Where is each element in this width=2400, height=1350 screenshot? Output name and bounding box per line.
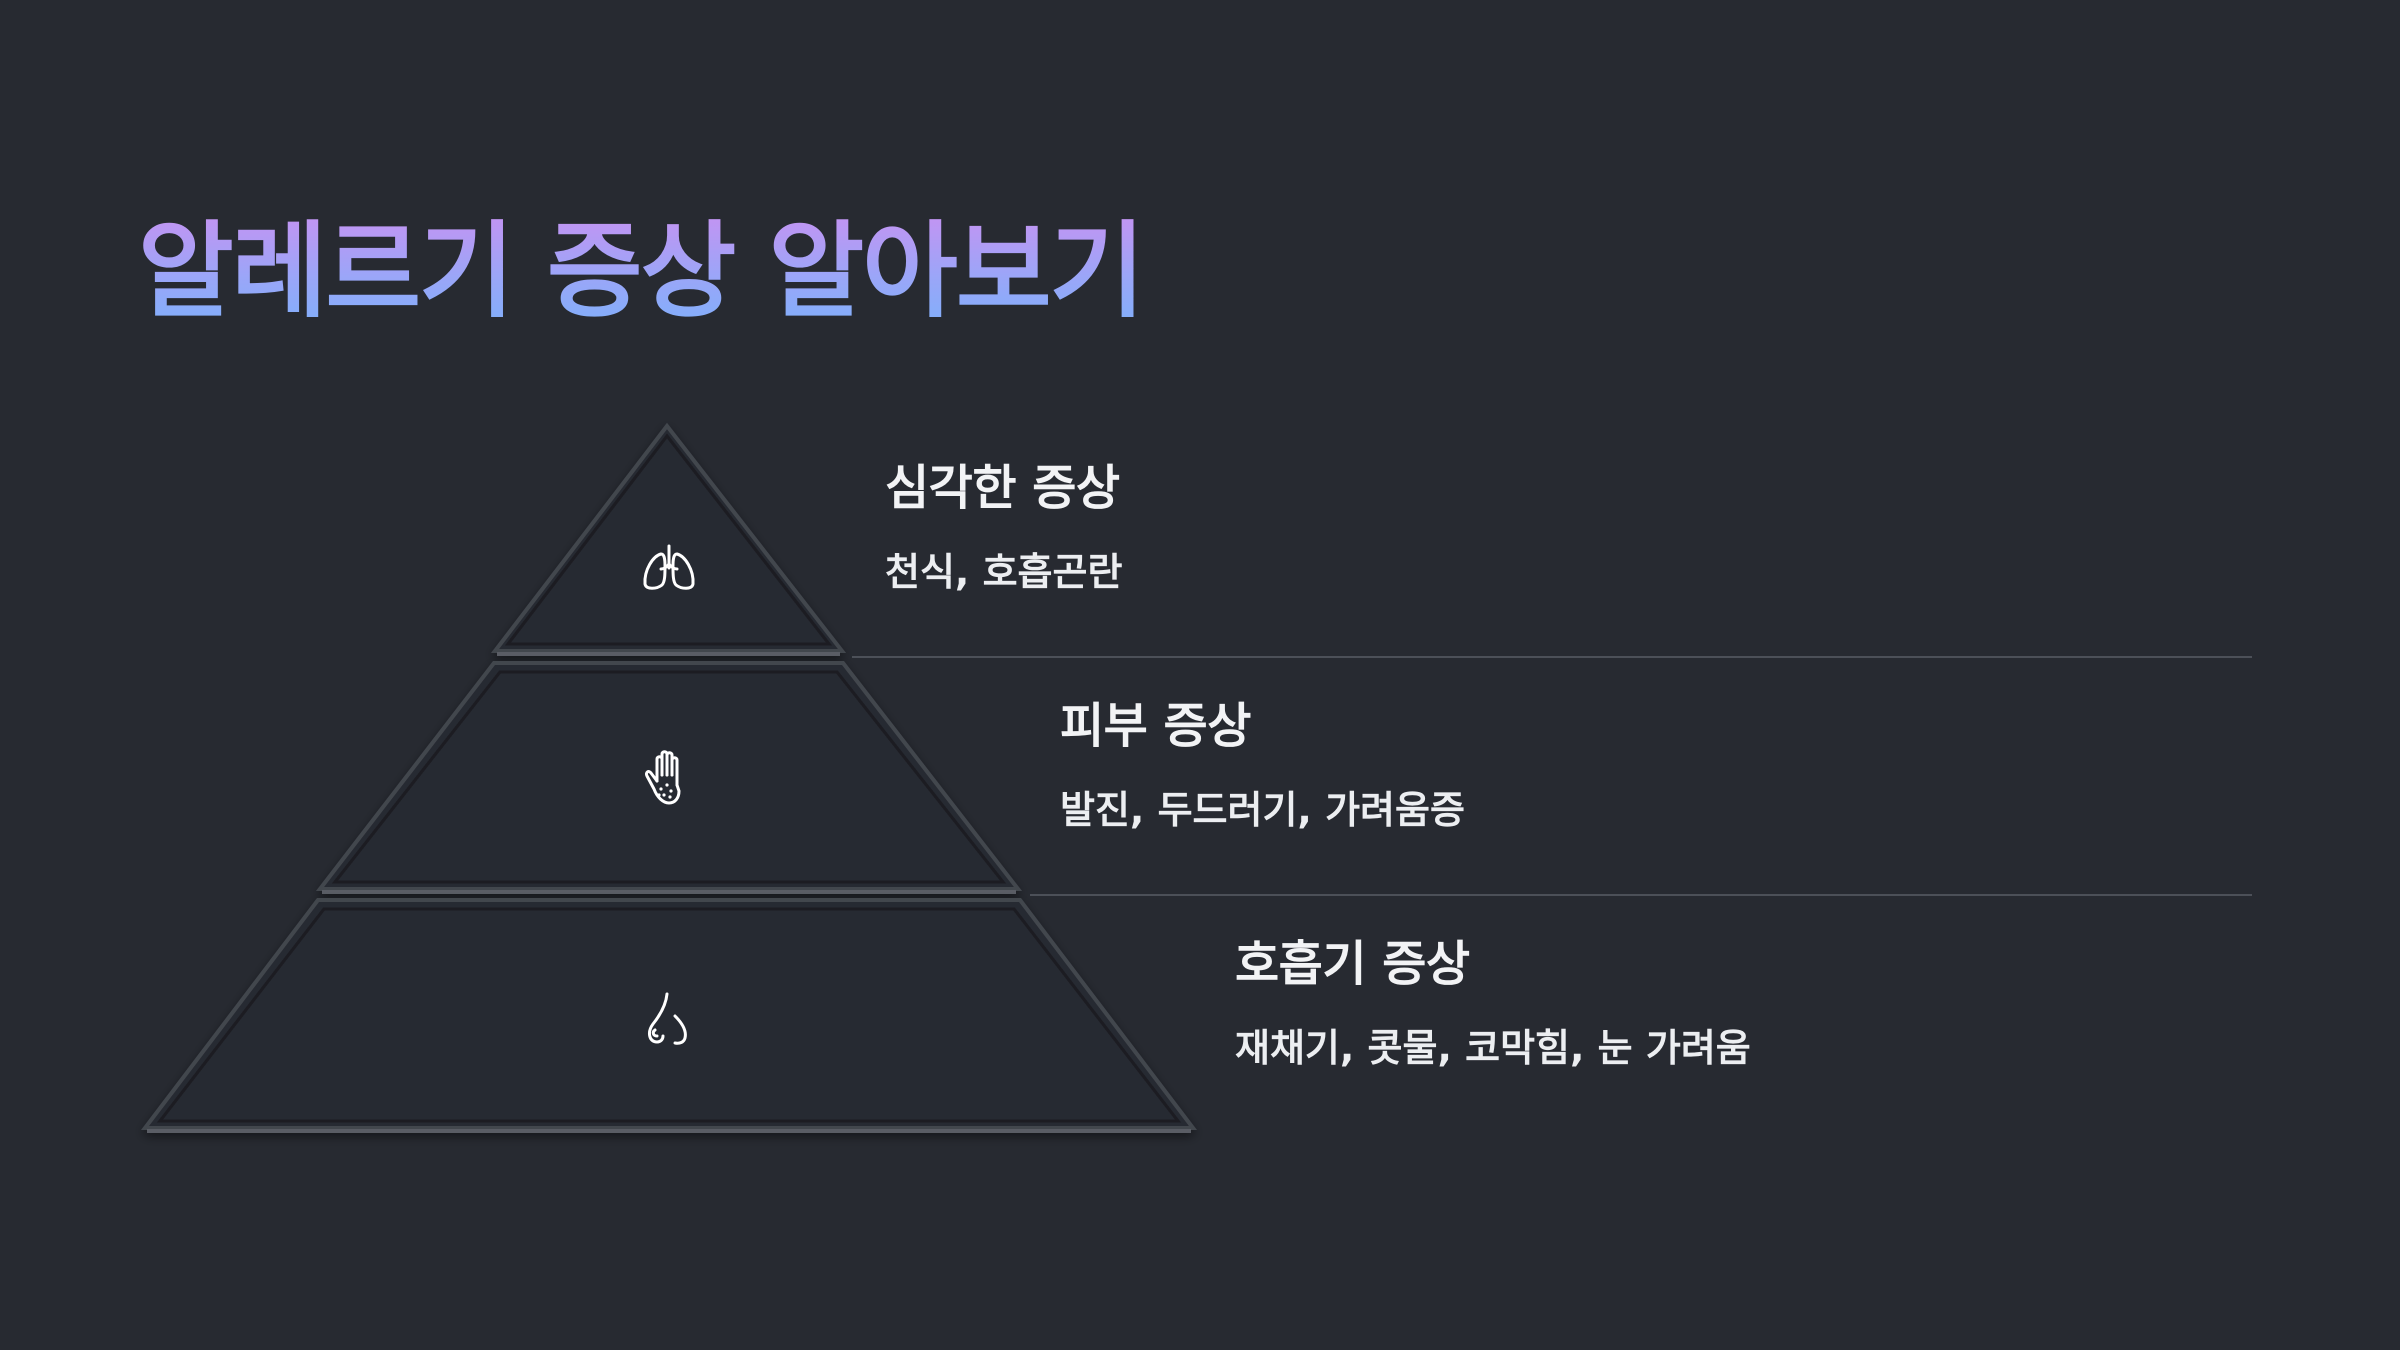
pyramid-tier-severe — [490, 422, 847, 656]
level-description: 재채기, 콧물, 코막힘, 눈 가려움 — [1235, 1025, 1751, 1070]
level-heading: 심각한 증상 — [885, 460, 1120, 516]
lungs-icon — [643, 544, 695, 590]
nose-icon — [648, 992, 687, 1045]
divider-line — [852, 656, 2252, 658]
divider-line — [1030, 894, 2252, 896]
level-description: 발진, 두드러기, 가려움증 — [1060, 787, 1465, 832]
hand-rash-icon — [645, 750, 681, 805]
level-respiratory: 호흡기 증상 재채기, 콧물, 코막힘, 눈 가려움 — [1235, 936, 1751, 1071]
page-title: 알레르기 증상 알아보기 — [138, 210, 1145, 332]
level-heading: 호흡기 증상 — [1235, 936, 1470, 992]
level-heading: 피부 증상 — [1060, 698, 1251, 754]
pyramid-tier-respiratory — [140, 898, 1198, 1133]
pyramid-tier-skin — [315, 661, 1023, 894]
level-description: 천식, 호흡곤란 — [885, 549, 1123, 594]
level-severe: 심각한 증상 천식, 호흡곤란 — [885, 460, 1122, 595]
level-skin: 피부 증상 발진, 두드러기, 가려움증 — [1060, 698, 1465, 833]
